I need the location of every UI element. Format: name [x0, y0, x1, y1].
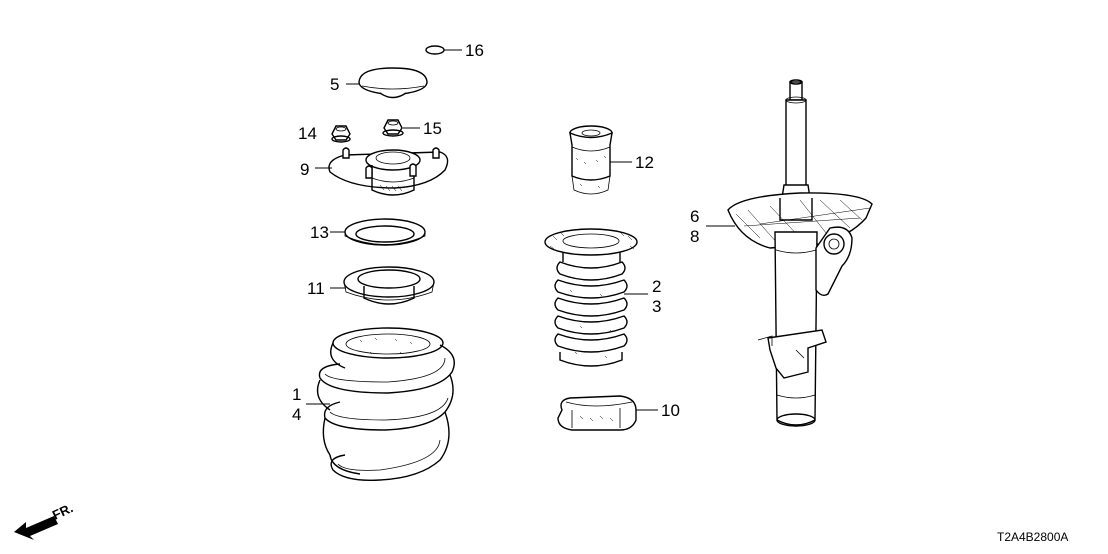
mount-base-part-9[interactable] [328, 147, 449, 196]
self-locking-nut-part-15[interactable] [382, 119, 404, 137]
callout-15: 15 [423, 119, 442, 138]
callout-9: 9 [300, 160, 309, 179]
callout-3: 3 [652, 297, 661, 316]
coil-spring-part-1-4[interactable] [316, 327, 455, 481]
callout-5: 5 [330, 75, 339, 94]
front-direction-arrow-icon [14, 516, 58, 540]
dust-boot-part-2-3[interactable] [544, 228, 638, 367]
callout-12: 12 [635, 153, 654, 172]
bearing-part-13[interactable] [344, 218, 426, 246]
callout-8: 8 [690, 227, 699, 246]
flange-nut-part-14[interactable] [331, 125, 351, 143]
strut-assembly-part-6-8[interactable] [727, 79, 873, 427]
clip-part-10[interactable] [557, 395, 637, 431]
callout-14: 14 [298, 124, 317, 143]
dust-cap-part-5[interactable] [358, 67, 428, 99]
o-ring-part-16[interactable] [425, 45, 445, 55]
callout-16: 16 [465, 41, 484, 60]
callout-10: 10 [661, 401, 680, 420]
callout-6: 6 [690, 207, 699, 226]
callout-2: 2 [652, 277, 661, 296]
callout-1: 1 [292, 385, 301, 404]
callout-13: 13 [310, 223, 329, 242]
front-indicator-label: FR. [50, 500, 75, 522]
bump-stop-part-12[interactable] [569, 125, 613, 195]
drawing-code: T2A4B2800A [997, 530, 1068, 544]
callout-11: 11 [307, 279, 325, 298]
callout-4: 4 [292, 405, 301, 424]
spring-seat-part-11[interactable] [343, 266, 435, 305]
